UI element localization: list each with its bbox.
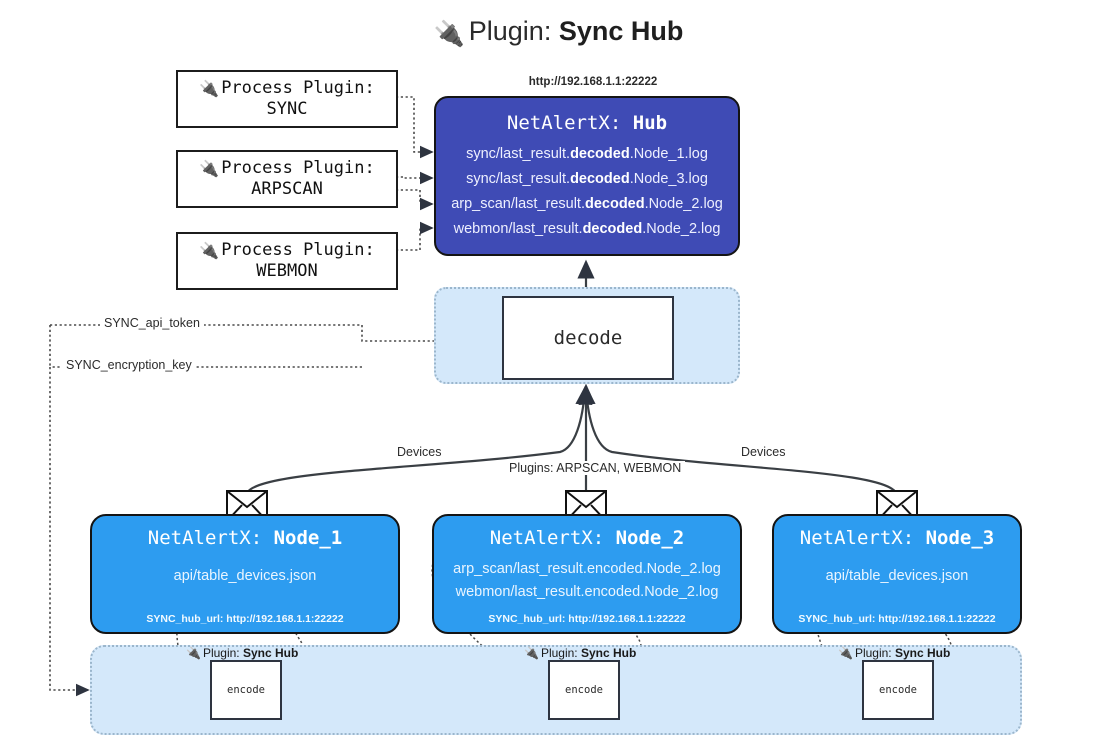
node-title-prefix: NetAlertX: bbox=[147, 527, 263, 549]
process-plugin-label: Process Plugin: bbox=[221, 78, 375, 99]
node-3[interactable]: NetAlertX: Node_3 api/table_devices.json… bbox=[772, 514, 1022, 634]
plug-icon: 🔌 bbox=[199, 78, 220, 98]
plug-icon: 🔌 bbox=[186, 646, 201, 660]
log-pre: sync/last_result. bbox=[466, 170, 571, 187]
encode-box-2[interactable]: encode bbox=[548, 660, 620, 720]
log-mid: decoded bbox=[582, 220, 643, 237]
process-plugin-arpscan[interactable]: 🔌Process Plugin: ARPSCAN bbox=[176, 150, 398, 208]
plug-icon: 🔌 bbox=[199, 158, 220, 178]
encode-box-1[interactable]: encode bbox=[210, 660, 282, 720]
edge-label-devices-right: Devices bbox=[737, 445, 790, 459]
band-plugin-label-1: 🔌Plugin: Sync Hub bbox=[186, 646, 298, 660]
hub-title-prefix: NetAlertX: bbox=[506, 112, 622, 134]
hub-log-row: webmon/last_result.decoded.Node_2.log bbox=[436, 217, 738, 242]
log-post: .Node_2.log bbox=[642, 220, 721, 237]
plug-icon: 🔌 bbox=[524, 646, 539, 660]
band-plugin-prefix: Plugin: bbox=[202, 646, 240, 660]
log-pre: arp_scan/last_result. bbox=[451, 195, 585, 212]
process-plugin-label: Process Plugin: bbox=[221, 158, 375, 179]
edge-label-devices-left: Devices bbox=[393, 445, 446, 459]
log-post: .Node_3.log bbox=[629, 170, 708, 187]
process-plugin-name: ARPSCAN bbox=[251, 179, 323, 199]
node-1[interactable]: NetAlertX: Node_1 api/table_devices.json… bbox=[90, 514, 400, 634]
log-pre: sync/last_result. bbox=[466, 146, 571, 162]
node-title: NetAlertX: Node_1 bbox=[92, 527, 398, 549]
node-footer: SYNC_hub_url: http://192.168.1.1:22222 bbox=[488, 613, 686, 625]
node-row: arp_scan/last_result.encoded.Node_2.log bbox=[453, 561, 721, 577]
node-row: api/table_devices.json bbox=[825, 568, 969, 584]
process-plugin-sync[interactable]: 🔌Process Plugin: SYNC bbox=[176, 70, 398, 128]
node-title-name: Node_2 bbox=[615, 527, 685, 549]
process-plugin-webmon[interactable]: 🔌Process Plugin: WEBMON bbox=[176, 232, 398, 290]
band-plugin-name: Sync Hub bbox=[581, 646, 637, 660]
log-pre: webmon/last_result. bbox=[453, 220, 583, 237]
log-post: .Node_1.log bbox=[629, 146, 708, 162]
plug-icon: 🔌 bbox=[838, 646, 853, 660]
page-title-prefix: Plugin: bbox=[468, 16, 552, 46]
hub-title: NetAlertX: Hub bbox=[436, 112, 738, 134]
node-title: NetAlertX: Node_2 bbox=[434, 527, 740, 549]
hub-log-row: sync/last_result.decoded.Node_3.log bbox=[436, 167, 738, 192]
plug-icon: 🔌 bbox=[199, 240, 220, 260]
node-row-list: api/table_devices.json bbox=[774, 565, 1020, 588]
hub-url-label: http://192.168.1.1:22222 bbox=[528, 76, 658, 88]
node-footer: SYNC_hub_url: http://192.168.1.1:22222 bbox=[798, 613, 996, 625]
node-title: NetAlertX: Node_3 bbox=[774, 527, 1020, 549]
process-plugin-name: WEBMON bbox=[256, 261, 318, 281]
band-plugin-name: Sync Hub bbox=[895, 646, 951, 660]
band-plugin-name: Sync Hub bbox=[243, 646, 299, 660]
band-plugin-label-2: 🔌Plugin: Sync Hub bbox=[524, 646, 636, 660]
hub-title-name: Hub bbox=[632, 112, 668, 134]
encode-box-3[interactable]: encode bbox=[862, 660, 934, 720]
node-footer: SYNC_hub_url: http://192.168.1.1:22222 bbox=[146, 613, 344, 625]
node-title-prefix: NetAlertX: bbox=[799, 527, 915, 549]
node-row-list: api/table_devices.json bbox=[92, 565, 398, 588]
setting-label-api-token: SYNC_api_token bbox=[100, 316, 204, 330]
setting-label-encryption-key: SYNC_encryption_key bbox=[62, 358, 196, 372]
hub-node[interactable]: NetAlertX: Hub sync/last_result.decoded.… bbox=[434, 96, 740, 256]
log-mid: decoded bbox=[570, 146, 630, 162]
log-mid: decoded bbox=[570, 170, 630, 187]
decode-box[interactable]: decode bbox=[502, 296, 674, 380]
process-plugin-label: Process Plugin: bbox=[221, 240, 375, 261]
node-title-name: Node_3 bbox=[925, 527, 995, 549]
page-title-name: Sync Hub bbox=[558, 16, 684, 46]
band-plugin-label-3: 🔌Plugin: Sync Hub bbox=[838, 646, 950, 660]
plug-icon: 🔌 bbox=[433, 20, 465, 48]
node-row-list: arp_scan/last_result.encoded.Node_2.log … bbox=[434, 558, 740, 605]
node-title-name: Node_1 bbox=[273, 527, 343, 549]
hub-log-list: sync/last_result.decoded.Node_1.log sync… bbox=[436, 142, 738, 242]
log-mid: decoded bbox=[584, 195, 645, 212]
node-row: webmon/last_result.encoded.Node_2.log bbox=[455, 584, 719, 601]
band-plugin-prefix: Plugin: bbox=[540, 646, 578, 660]
band-plugin-prefix: Plugin: bbox=[854, 646, 892, 660]
node-2[interactable]: NetAlertX: Node_2 arp_scan/last_result.e… bbox=[432, 514, 742, 634]
page-title: 🔌Plugin: Sync Hub bbox=[0, 16, 1117, 49]
node-title-prefix: NetAlertX: bbox=[489, 527, 605, 549]
process-plugin-name: SYNC bbox=[266, 99, 308, 119]
log-post: .Node_2.log bbox=[644, 195, 723, 212]
hub-log-row: sync/last_result.decoded.Node_1.log bbox=[436, 142, 738, 167]
node-row: api/table_devices.json bbox=[173, 568, 317, 584]
hub-log-row: arp_scan/last_result.decoded.Node_2.log bbox=[436, 192, 738, 217]
edge-label-plugins: Plugins: ARPSCAN, WEBMON bbox=[505, 461, 686, 475]
